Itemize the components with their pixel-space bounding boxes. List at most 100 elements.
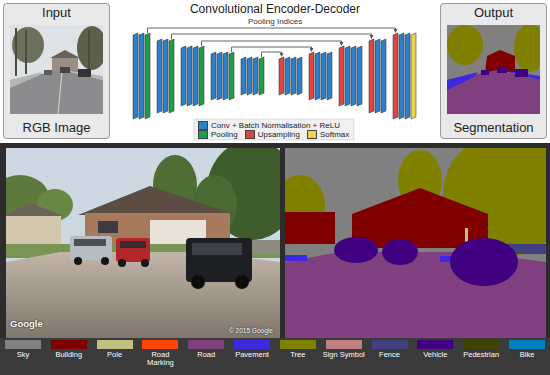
layer-slab <box>145 33 150 119</box>
panel-caption: Segmentation <box>453 121 533 136</box>
output-segmentation-part <box>497 67 507 73</box>
pooling-index-line <box>172 34 372 39</box>
pooling-index-line <box>202 41 342 46</box>
street-photo-part <box>74 257 82 265</box>
legend-swatch <box>198 121 208 130</box>
panel-heading: Convolutional Encoder-Decoder <box>190 3 360 17</box>
street-segmentation <box>285 148 546 338</box>
annotation: Pooling Indices <box>246 17 304 26</box>
legend-text: Conv + Batch Normalisation + ReLU <box>211 121 340 130</box>
panel: OutputSegmentation <box>440 3 547 139</box>
output-segmentation-part <box>481 70 489 75</box>
input-photo-part <box>10 72 42 88</box>
street-photo-part <box>116 238 150 262</box>
street-photo-part <box>192 243 242 255</box>
pooling-index-line <box>262 52 282 57</box>
input-photo-part <box>88 30 90 74</box>
legend-row: Conv + Batch Normalisation + ReLU <box>198 121 347 130</box>
layer-slab <box>357 46 362 106</box>
layer-slab <box>133 33 138 119</box>
layer-slab <box>309 52 314 100</box>
legend-swatch <box>326 340 362 349</box>
input-photo-part <box>15 28 17 76</box>
output-segmentation-part <box>447 70 540 114</box>
layer-slab <box>291 57 296 95</box>
layer-slab <box>327 52 332 100</box>
panel: InputRGB Image <box>3 3 110 139</box>
arrowhead <box>370 35 374 39</box>
layer-slab <box>247 57 252 95</box>
layer-slab <box>157 39 162 113</box>
street-photo-part <box>191 275 205 289</box>
street-photo-part <box>101 257 109 265</box>
legend-text: Sky <box>1 351 45 359</box>
legend-text: Pole <box>93 351 137 359</box>
legend-swatch <box>142 340 178 349</box>
input-photo-part <box>58 72 62 114</box>
layer-slab <box>253 57 258 95</box>
input-photo-part <box>10 25 103 114</box>
legend-text: Vehicle <box>413 351 457 359</box>
legend-swatch <box>97 340 133 349</box>
legend-swatch <box>280 340 316 349</box>
pooling-index-line <box>148 28 396 33</box>
legend-swatch <box>188 340 224 349</box>
output-segmentation-part <box>485 50 515 72</box>
legend-text: Road <box>184 351 228 359</box>
panel-caption: RGB Image <box>23 121 91 136</box>
input-photo-part <box>78 69 91 77</box>
input-photo <box>10 25 103 114</box>
street-photo-part <box>78 186 236 215</box>
legend-text: Building <box>47 351 91 359</box>
panel-grounds-part <box>3 3 110 139</box>
street-photo-part <box>141 259 149 267</box>
layer-slab <box>351 46 356 106</box>
legend-item: Pedestrian <box>458 340 504 368</box>
legend-text: Upsampling <box>258 130 300 139</box>
layer-slab <box>163 39 168 113</box>
panel-grounds-part <box>440 3 547 139</box>
copyright: © 2015 Google <box>229 327 273 334</box>
legend-item: Upsampling <box>245 130 300 139</box>
layer-slab <box>339 46 344 106</box>
street-photo-part <box>74 239 106 246</box>
layer-slab <box>211 52 216 100</box>
legend-swatch <box>5 340 41 349</box>
legend-item: Vehicle <box>412 340 458 368</box>
layer-slab <box>297 57 302 95</box>
legend-item: Pavement <box>229 340 275 368</box>
arrowhead <box>340 42 344 46</box>
arrowhead <box>310 48 314 52</box>
layer-slab <box>381 39 386 113</box>
layer-slab <box>181 46 186 106</box>
watermark: Google <box>10 319 43 330</box>
layer-slab <box>223 52 228 100</box>
street-photo-part <box>235 275 249 289</box>
legend-item: Pole <box>92 340 138 368</box>
legend-item: Pooling <box>198 130 238 139</box>
street-segmentation-part <box>334 237 378 263</box>
panel-grounds-part <box>194 119 354 140</box>
legend-text: Fence <box>368 351 412 359</box>
layer-slab <box>321 52 326 100</box>
layer-slab <box>217 52 222 100</box>
network-layers <box>133 33 416 119</box>
legend-swatch <box>372 340 408 349</box>
output-segmentation-part <box>514 25 540 72</box>
legend-swatch <box>307 130 317 139</box>
legend-item: Fence <box>367 340 413 368</box>
legend-item: Sign Symbol <box>321 340 367 368</box>
street-photo-part <box>98 221 118 233</box>
output-segmentation <box>447 25 540 114</box>
legend-text: Road Marking <box>138 351 182 368</box>
street-photo-part <box>6 215 61 245</box>
input-photo-part <box>50 50 80 58</box>
bottom-ground-part <box>0 338 550 375</box>
layer-slab <box>259 57 264 95</box>
layer-slab <box>393 33 398 119</box>
legend-text: Tree <box>276 351 320 359</box>
legend-text: Softmax <box>320 130 349 139</box>
input-photo-part <box>10 70 103 114</box>
layer-slab <box>279 57 284 95</box>
legend-text: Pavement <box>230 351 274 359</box>
